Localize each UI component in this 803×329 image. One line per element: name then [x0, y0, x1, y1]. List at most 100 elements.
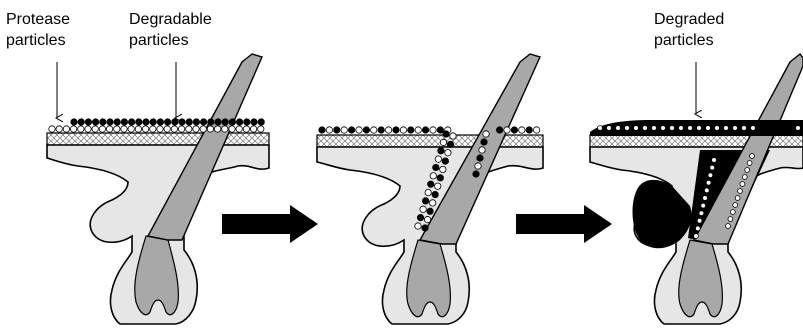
degradable-particle	[70, 126, 76, 132]
degradable-particle	[178, 126, 184, 132]
protease-particle	[319, 127, 325, 133]
protease-particle	[222, 119, 228, 125]
degradable-particle	[171, 126, 177, 132]
residual-particle	[728, 217, 733, 222]
protease-particle	[526, 127, 532, 133]
protease-particle	[363, 127, 369, 133]
protease-particle	[157, 119, 163, 125]
degradable-particle	[371, 127, 377, 133]
residual-particle	[634, 126, 639, 131]
follicle-particle	[432, 191, 438, 197]
protease-particle	[229, 119, 235, 125]
protease-particle	[107, 119, 113, 125]
degradable-particle	[415, 127, 421, 133]
residual-particle	[643, 126, 648, 131]
residual-particle	[679, 126, 684, 131]
label-degraded-line-1: Degraded	[654, 9, 724, 30]
degradable-particle	[258, 126, 264, 132]
follicle-particle	[477, 155, 483, 161]
degradable-particle	[356, 127, 362, 133]
degradable-particle	[385, 127, 391, 133]
degradable-particle	[56, 126, 62, 132]
follicle-particle	[450, 133, 456, 139]
residual-particle	[706, 126, 711, 131]
degradable-particle	[341, 127, 347, 133]
residual-particle	[688, 126, 693, 131]
follicle-particle	[424, 216, 430, 222]
protease-particle	[85, 119, 91, 125]
transition-arrow-1	[222, 205, 318, 243]
protease-particle	[437, 127, 443, 133]
protease-particle	[408, 127, 414, 133]
residual-particle	[726, 224, 731, 229]
degradable-particle	[164, 126, 170, 132]
degradable-particle	[519, 127, 525, 133]
degradable-particle	[430, 127, 436, 133]
residual-particle	[652, 126, 657, 131]
residual-particle	[730, 210, 735, 215]
protease-particle	[128, 119, 134, 125]
residual-particle	[694, 234, 699, 239]
degradable-particle	[78, 126, 84, 132]
protease-particle	[150, 119, 156, 125]
follicle-particle	[415, 223, 421, 229]
residual-particle	[708, 173, 713, 178]
residual-particle	[738, 189, 743, 194]
residual-particle	[625, 126, 630, 131]
protease-particle	[121, 119, 127, 125]
protease-particle	[378, 127, 384, 133]
residual-particle	[735, 196, 740, 201]
residual-particle	[701, 203, 706, 208]
degradable-particle	[92, 126, 98, 132]
panel-3-degraded	[590, 54, 803, 324]
degradable-particle	[157, 126, 163, 132]
panel-1-hatched-layer	[47, 133, 269, 145]
follicle-particle	[428, 181, 434, 187]
residual-particle	[747, 161, 752, 166]
residual-particle	[661, 126, 666, 131]
degradable-particle	[142, 126, 148, 132]
follicle-particle	[429, 200, 435, 206]
follicle-particle	[422, 198, 428, 204]
follicle-particle	[417, 214, 423, 220]
label-degraded-line-2: particles	[654, 30, 724, 51]
transition-arrow-2	[516, 205, 612, 243]
follicle-particle	[440, 139, 446, 145]
follicle-particle	[473, 171, 479, 177]
follicle-particle	[445, 150, 451, 156]
panel-1-particle-row	[49, 119, 265, 132]
degradable-particle	[533, 127, 539, 133]
label-degradable-line-1: Degradable	[129, 9, 212, 30]
follicle-particle	[479, 147, 485, 153]
protease-particle	[71, 119, 77, 125]
degradable-particle	[222, 126, 228, 132]
residual-particle	[740, 182, 745, 187]
protease-particle	[193, 119, 199, 125]
panel-2-particle-row	[319, 127, 540, 133]
degradable-particle	[504, 127, 510, 133]
follicle-particle	[442, 158, 448, 164]
residual-particle	[695, 226, 700, 231]
degradable-particle	[128, 126, 134, 132]
label-protease-line-1: Protease	[6, 9, 70, 30]
follicle-particle	[438, 148, 444, 154]
residual-particle	[670, 126, 675, 131]
label-degradable-line-2: particles	[129, 30, 212, 51]
follicle-particle	[425, 189, 431, 195]
degradable-particle	[99, 126, 105, 132]
label-protease-particles: Protease particles	[6, 9, 70, 51]
protease-particle	[172, 119, 178, 125]
protease-particle	[496, 127, 502, 133]
follicle-particle	[427, 208, 433, 214]
residual-particle	[710, 165, 715, 170]
protease-particle	[164, 119, 170, 125]
protease-particle	[136, 119, 142, 125]
protease-particle	[348, 127, 354, 133]
residual-particle	[607, 126, 612, 131]
degradable-particle	[106, 126, 112, 132]
protease-particle	[114, 119, 120, 125]
residual-particle	[697, 126, 702, 131]
follicle-particle	[443, 131, 449, 137]
residual-particle	[733, 126, 738, 131]
